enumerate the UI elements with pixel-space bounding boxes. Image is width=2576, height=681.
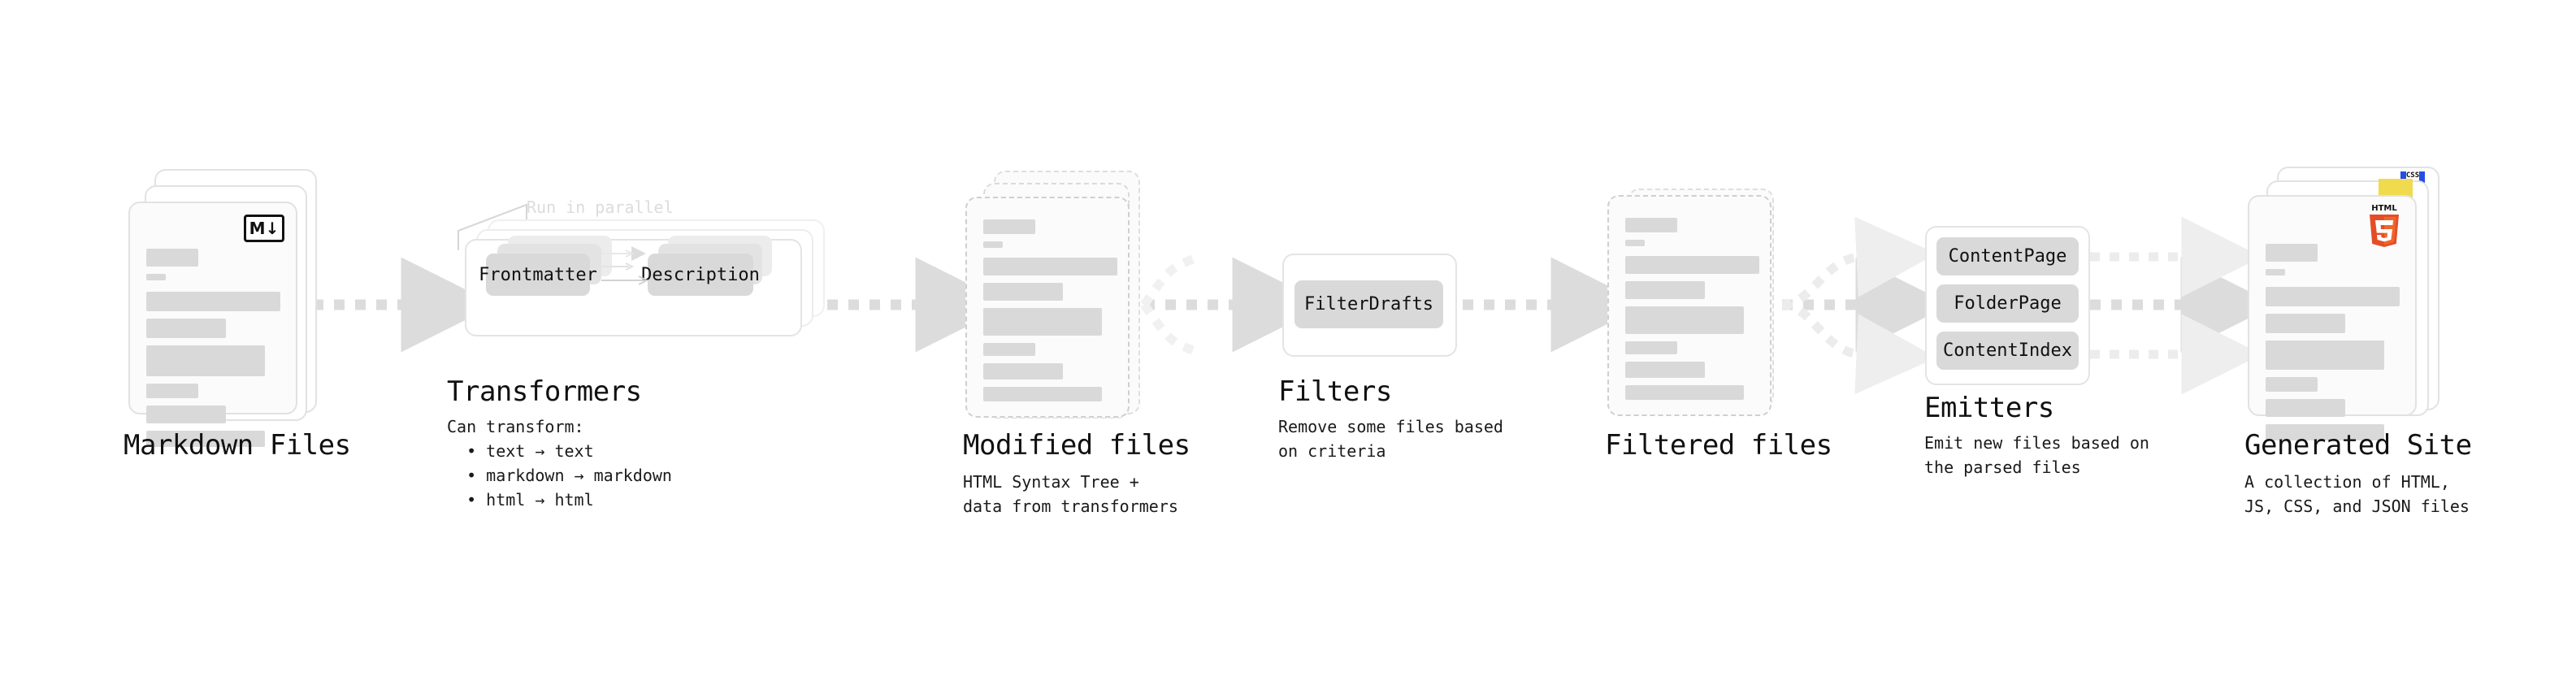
filters-title: Filters	[1278, 375, 1392, 408]
skeleton-line	[983, 283, 1063, 301]
html5-logo-icon: HTML	[2365, 202, 2404, 247]
skeleton-line	[2266, 314, 2345, 333]
skeleton-line	[146, 431, 265, 447]
generated-site-subtitle: A collection of HTML, JS, CSS, and JSON …	[2244, 472, 2470, 516]
skeleton-line	[2266, 340, 2384, 370]
skeleton-line	[1625, 306, 1744, 334]
skeleton-line	[2266, 287, 2400, 306]
chip-label: Frontmatter	[479, 264, 597, 285]
emitters-title: Emitters	[1924, 392, 2054, 424]
run-in-parallel-bracket	[458, 203, 527, 250]
arrow-filtered-to-emitters	[1781, 216, 1951, 395]
svg-text:HTML: HTML	[2371, 204, 2397, 213]
html5-logo-svg: HTML	[2370, 204, 2399, 247]
markdown-logo-arrow: ↓	[265, 219, 280, 238]
skeleton-line	[146, 345, 265, 376]
filter-chip-filterdrafts[interactable]: FilterDrafts	[1295, 280, 1443, 328]
emitter-chip-contentpage[interactable]: ContentPage	[1936, 237, 2079, 275]
transformers-subtitle: Can transform: • text → text • markdown …	[447, 417, 672, 510]
chip-label: FilterDrafts	[1304, 294, 1433, 314]
emitter-chip-folderpage[interactable]: FolderPage	[1936, 284, 2079, 323]
chip-label: ContentPage	[1948, 246, 2067, 267]
skeleton-line	[146, 406, 226, 423]
generated-site-title: Generated Site	[2244, 429, 2472, 462]
transformer-chip-frontmatter[interactable]: Frontmatter	[479, 254, 597, 296]
arrow-emitters-to-site	[2090, 216, 2276, 395]
skeleton-line	[1625, 256, 1759, 274]
skeleton-line	[146, 292, 280, 311]
skeleton-line	[983, 387, 1102, 401]
skeleton-line	[146, 274, 166, 280]
skeleton-line	[1625, 341, 1677, 354]
skeleton-line	[983, 219, 1035, 234]
transformer-chip-description[interactable]: Description	[641, 254, 760, 296]
filtered-files-title: Filtered files	[1605, 429, 1832, 462]
transformers-title: Transformers	[447, 375, 642, 408]
site-card-front: HTML	[2248, 195, 2417, 440]
chip-label: FolderPage	[1954, 293, 2062, 314]
markdown-card-skeleton-lines	[146, 249, 281, 454]
modified-card-skeleton-lines	[983, 219, 1117, 409]
filtered-card-skeleton-lines	[1625, 218, 1759, 407]
skeleton-line	[983, 343, 1035, 356]
filters-subtitle: Remove some files based on criteria	[1278, 417, 1503, 461]
skeleton-line	[983, 241, 1003, 248]
run-in-parallel-label: Run in parallel	[527, 197, 674, 217]
skeleton-line	[1625, 362, 1705, 378]
skeleton-line	[1625, 218, 1677, 232]
skeleton-line	[983, 258, 1117, 275]
skeleton-line	[2266, 399, 2345, 417]
emitter-chip-contentindex[interactable]: ContentIndex	[1936, 332, 2079, 370]
skeleton-line	[2266, 377, 2318, 392]
modified-files-title: Modified files	[963, 429, 1190, 462]
emitters-subtitle: Emit new files based on the parsed files	[1924, 433, 2149, 477]
markdown-logo-icon: M ↓	[244, 215, 284, 242]
skeleton-line	[2266, 424, 2384, 440]
site-card-skeleton-lines	[2266, 244, 2400, 448]
arrow-modified-to-filters	[1140, 254, 1328, 356]
skeleton-line	[146, 319, 226, 338]
skeleton-line	[983, 363, 1063, 380]
css3-logo-text: CSS	[2405, 171, 2420, 180]
skeleton-line	[146, 249, 198, 267]
transformer-inner-arrows	[601, 246, 649, 285]
skeleton-line	[1625, 385, 1744, 400]
skeleton-line	[1625, 240, 1645, 246]
filtered-card-front	[1607, 195, 1772, 416]
skeleton-line	[1625, 281, 1705, 299]
markdown-files-title: Markdown Files	[124, 429, 351, 462]
modified-card-front	[965, 197, 1130, 418]
skeleton-line	[983, 308, 1102, 336]
chip-label: ContentIndex	[1943, 340, 2072, 361]
skeleton-line	[2266, 269, 2285, 275]
chip-label: Description	[641, 264, 760, 285]
markdown-logo-letter: M	[249, 219, 266, 238]
markdown-card-front: M ↓	[128, 202, 297, 447]
modified-files-subtitle: HTML Syntax Tree + data from transformer…	[963, 472, 1178, 516]
skeleton-line	[2266, 244, 2318, 262]
skeleton-line	[146, 384, 198, 398]
